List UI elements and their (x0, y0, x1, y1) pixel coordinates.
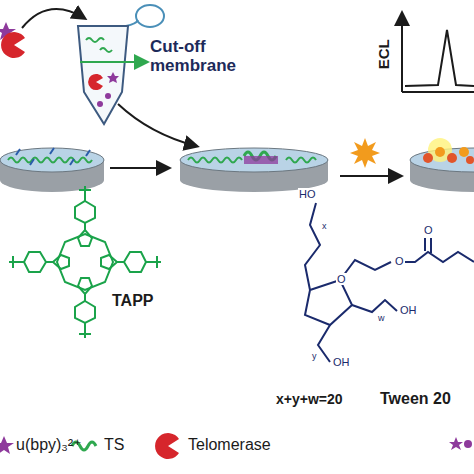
pointer-arrow (116, 61, 146, 63)
legend-label: TS (104, 436, 124, 454)
electrode (180, 148, 328, 192)
annotation-label: O (336, 273, 347, 285)
electrode (0, 148, 104, 192)
legend-label: Telomerase (188, 436, 271, 454)
tapp-structure (9, 186, 161, 338)
annotation-label: TAPP (112, 292, 153, 310)
legend-samples (0, 433, 472, 459)
annotation-label: x+y+w=20 (276, 392, 343, 407)
annotation-label: y (312, 352, 317, 362)
annotation-label: Cut-off membrane (150, 38, 242, 75)
annotation-label: OH (332, 356, 351, 368)
sun-icon (350, 138, 380, 168)
sample-icons (0, 22, 25, 58)
annotation-label: HO (298, 188, 317, 200)
flow-arrow (110, 167, 168, 169)
flow-arrow (22, 9, 84, 28)
tween-structure (305, 203, 474, 362)
ecl-graph (402, 14, 474, 92)
annotation-label: ECL (376, 39, 393, 69)
flow-arrow (340, 175, 400, 177)
annotation-label: O (394, 255, 405, 267)
annotation-label: x (322, 222, 327, 232)
annotation-label: Tween 20 (380, 390, 451, 408)
annotation-label: O (423, 224, 434, 236)
annotation-label: w (378, 314, 385, 324)
electrode (410, 138, 474, 192)
legend-label: u(bpy)₃²⁺ (16, 436, 82, 454)
flow-arrow (118, 104, 196, 146)
annotation-label: OH (399, 304, 418, 316)
